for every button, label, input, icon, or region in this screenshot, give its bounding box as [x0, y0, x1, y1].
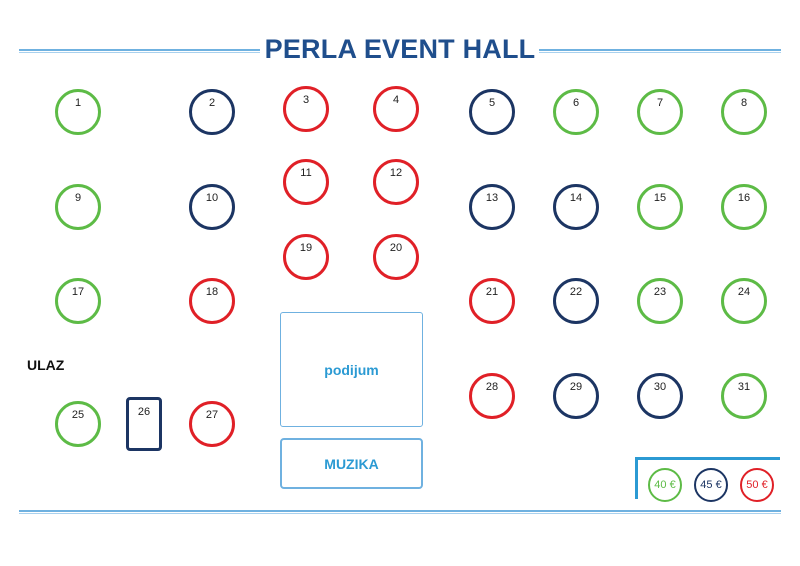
table-21: 21 [469, 278, 515, 324]
table-number: 17 [71, 286, 85, 298]
table-number: 20 [389, 242, 403, 254]
table-25: 25 [55, 401, 101, 447]
table-16: 16 [721, 184, 767, 230]
table-number: 24 [737, 286, 751, 298]
table-number: 14 [569, 192, 583, 204]
table-number: 11 [300, 167, 312, 179]
table-number: 19 [299, 242, 313, 254]
table-4: 4 [373, 86, 419, 132]
table-2: 2 [189, 89, 235, 135]
price-badge-2: 50 € [740, 468, 774, 502]
table-29: 29 [553, 373, 599, 419]
table-15: 15 [637, 184, 683, 230]
table-number: 4 [392, 94, 400, 106]
table-number: 2 [208, 97, 216, 109]
table-number: 30 [653, 381, 667, 393]
table-31: 31 [721, 373, 767, 419]
table-number: 10 [205, 192, 219, 204]
table-number: 22 [569, 286, 583, 298]
table-number: 31 [737, 381, 751, 393]
table-number: 18 [205, 286, 219, 298]
table-6: 6 [553, 89, 599, 135]
stage-label: podijum [324, 361, 379, 378]
table-number: 1 [74, 97, 82, 109]
table-number: 23 [653, 286, 667, 298]
table-26: 26 [126, 397, 162, 451]
price-badge-1: 45 € [694, 468, 728, 502]
table-18: 18 [189, 278, 235, 324]
table-17: 17 [55, 278, 101, 324]
table-1: 1 [55, 89, 101, 135]
table-23: 23 [637, 278, 683, 324]
table-number: 26 [137, 406, 151, 418]
music-area: MUZIKA [280, 438, 423, 489]
table-number: 25 [71, 409, 85, 421]
table-12: 12 [373, 159, 419, 205]
table-20: 20 [373, 234, 419, 280]
table-13: 13 [469, 184, 515, 230]
table-number: 27 [205, 409, 219, 421]
table-number: 21 [485, 286, 499, 298]
table-14: 14 [553, 184, 599, 230]
table-30: 30 [637, 373, 683, 419]
price-legend-frame [635, 457, 780, 499]
table-number: 3 [302, 94, 310, 106]
table-9: 9 [55, 184, 101, 230]
price-badge-0: 40 € [648, 468, 682, 502]
table-number: 28 [485, 381, 499, 393]
title-rule-left [19, 49, 260, 53]
table-11: 11 [283, 159, 329, 205]
table-number: 8 [740, 97, 748, 109]
table-28: 28 [469, 373, 515, 419]
table-number: 7 [656, 97, 664, 109]
table-3: 3 [283, 86, 329, 132]
table-number: 5 [488, 97, 496, 109]
table-27: 27 [189, 401, 235, 447]
title-rule-right [539, 49, 781, 53]
entrance-label: ULAZ [27, 357, 65, 373]
table-number: 15 [653, 192, 667, 204]
table-8: 8 [721, 89, 767, 135]
table-number: 13 [485, 192, 499, 204]
page-title: PERLA EVENT HALL [264, 34, 536, 64]
music-label: MUZIKA [324, 455, 379, 472]
table-19: 19 [283, 234, 329, 280]
table-5: 5 [469, 89, 515, 135]
table-10: 10 [189, 184, 235, 230]
table-number: 12 [389, 167, 403, 179]
stage: podijum [280, 312, 423, 427]
table-7: 7 [637, 89, 683, 135]
table-number: 29 [569, 381, 583, 393]
table-24: 24 [721, 278, 767, 324]
table-22: 22 [553, 278, 599, 324]
table-number: 16 [737, 192, 751, 204]
table-number: 9 [74, 192, 82, 204]
bottom-rule [19, 510, 781, 514]
table-number: 6 [572, 97, 580, 109]
